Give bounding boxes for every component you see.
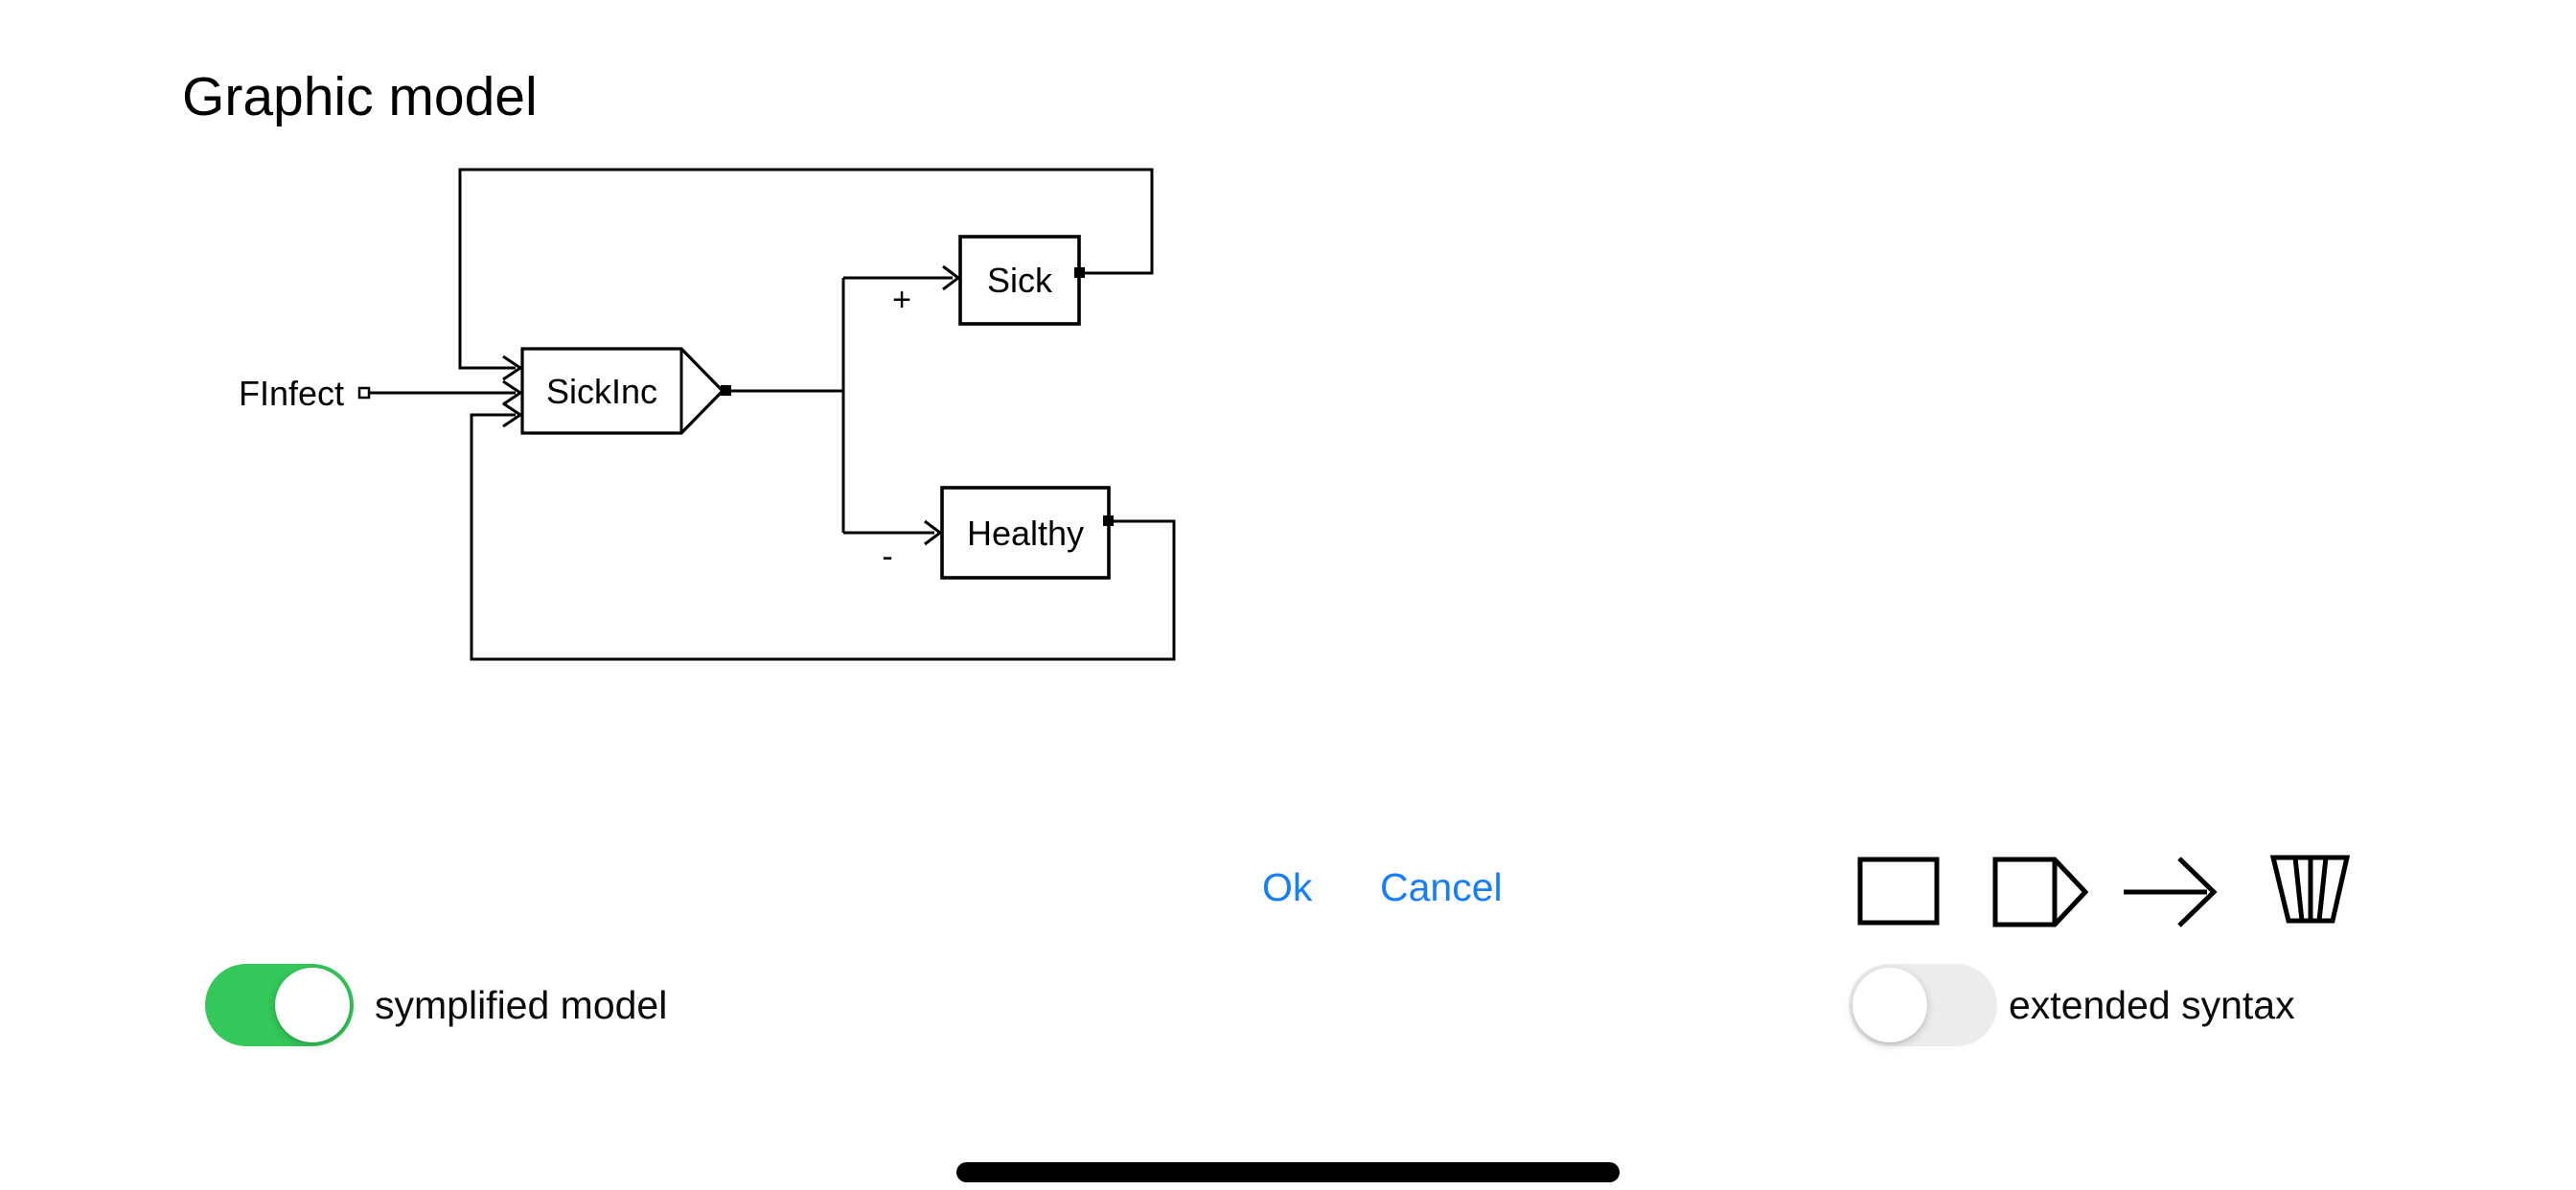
drain-icon[interactable]: [2269, 855, 2351, 924]
sick-label: Sick: [987, 261, 1053, 300]
finfect-source-port-dot: [357, 386, 371, 400]
node-sickinc[interactable]: SickInc: [520, 347, 731, 435]
extended-syntax-toggle[interactable]: [1849, 964, 1997, 1046]
arrowhead-sick-input: [942, 264, 961, 291]
connector-sick-feedback: [458, 168, 1154, 370]
arrowhead-sickinc-bottom-input: [502, 401, 523, 428]
healthy-label: Healthy: [967, 514, 1084, 553]
arrowhead-sickinc-top-input: [502, 355, 523, 381]
stock-icon[interactable]: [1857, 857, 1940, 926]
toggle-knob: [275, 968, 350, 1042]
sick-output-port-dot: [1074, 267, 1085, 278]
sickinc-shape[interactable]: [520, 347, 725, 435]
extended-syntax-label: extended syntax: [2009, 983, 2295, 1027]
sign-minus: -: [882, 538, 892, 575]
sick-shape[interactable]: [958, 235, 1081, 326]
finfect-label[interactable]: FInfect: [239, 374, 344, 413]
arrow-icon[interactable]: [2124, 857, 2218, 927]
toggle-knob: [1852, 968, 1927, 1042]
arrowhead-healthy-input: [924, 519, 943, 546]
node-sick[interactable]: Sick: [958, 235, 1085, 326]
connector-healthy-feedback: [470, 413, 1176, 661]
ok-button[interactable]: Ok: [1262, 865, 1313, 909]
page-title: Graphic model: [182, 66, 538, 127]
simplified-model-toggle[interactable]: [205, 964, 354, 1046]
simplified-model-label: symplified model: [375, 983, 668, 1027]
sign-plus: +: [892, 282, 911, 318]
node-healthy[interactable]: Healthy: [940, 486, 1114, 580]
cancel-button[interactable]: Cancel: [1380, 865, 1503, 909]
sickinc-label: SickInc: [546, 372, 657, 411]
flow-icon[interactable]: [1992, 857, 2089, 927]
healthy-output-port-dot: [1103, 515, 1114, 526]
healthy-shape[interactable]: [940, 486, 1111, 580]
arrowhead-sickinc-mid-input: [502, 379, 523, 406]
sickinc-output-port-dot: [721, 385, 731, 396]
home-indicator[interactable]: [956, 1162, 1620, 1182]
element-palette: [1857, 855, 2351, 927]
